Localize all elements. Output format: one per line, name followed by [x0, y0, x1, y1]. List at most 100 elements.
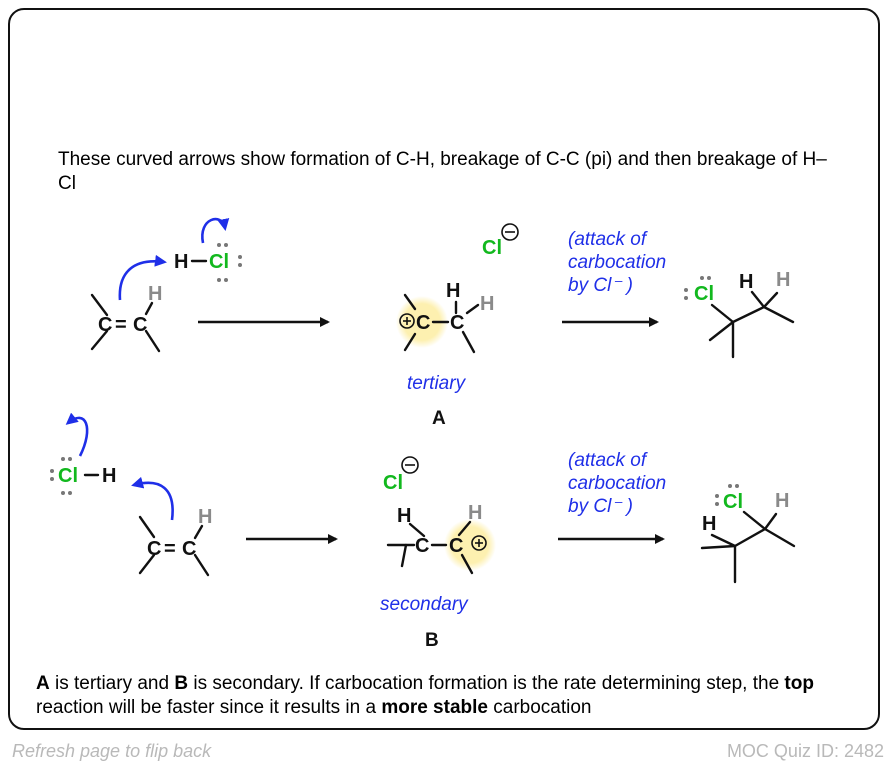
hydrogen-atom: H — [702, 513, 716, 535]
label-a: A — [432, 408, 446, 429]
bond — [731, 305, 766, 324]
bond — [138, 515, 156, 539]
label-b: B — [425, 630, 439, 651]
diagram-card — [8, 8, 880, 730]
attack-line-1: (attack of — [568, 450, 648, 471]
chloride-ion: Cl — [482, 237, 502, 259]
chloride-ion: Cl — [383, 472, 403, 494]
caption-top: top — [784, 673, 814, 694]
hydrogen-atom: H — [397, 505, 411, 527]
curved-arrow-hcl-break — [65, 412, 89, 457]
bond — [144, 329, 161, 353]
bond — [750, 290, 766, 309]
chlorine-atom: Cl — [723, 491, 743, 513]
double-bond: = — [115, 314, 127, 336]
plus-charge — [471, 535, 487, 551]
intro-text: These curved arrows show formation of C-… — [58, 149, 827, 194]
hydrogen-atom: H — [102, 465, 116, 487]
cation-highlight — [444, 519, 496, 571]
bond — [465, 303, 480, 315]
lone-pair — [238, 263, 242, 267]
top-hcl: H Cl — [174, 243, 242, 282]
chlorine-atom: Cl — [209, 251, 229, 273]
caption-a: A — [36, 673, 50, 694]
attack-line-2: carbocation — [568, 252, 666, 273]
hydrogen-atom: H — [468, 502, 482, 524]
bond — [138, 553, 156, 575]
carbon-atom: C — [416, 312, 430, 334]
lone-pair — [715, 502, 719, 506]
bond — [763, 527, 796, 548]
bond — [762, 291, 779, 309]
lone-pair — [50, 477, 54, 481]
lone-pair — [700, 276, 704, 280]
caption-b: B — [174, 673, 189, 694]
lone-pair — [238, 255, 242, 259]
top-alkene: C = C H — [90, 283, 162, 353]
plus-charge — [399, 313, 415, 329]
carbon-atom: C — [450, 312, 464, 334]
hydrogen-atom: H — [480, 293, 494, 315]
double-bond: = — [164, 538, 176, 560]
bond — [762, 305, 795, 324]
bond — [403, 332, 417, 352]
bond — [90, 293, 109, 317]
lone-pair — [684, 296, 688, 300]
attack-line-3: by Cl⁻ ) — [568, 275, 633, 296]
bond — [733, 527, 767, 548]
lone-pair — [61, 457, 65, 461]
bottom-product: Cl H H — [700, 484, 796, 584]
bond — [90, 329, 109, 351]
tertiary-label: tertiary — [407, 373, 467, 394]
carbon-atom: C — [449, 535, 463, 557]
bond — [461, 330, 476, 354]
caption-part1: is tertiary and — [49, 673, 175, 694]
bond — [193, 553, 210, 577]
caption-part3: reaction will be faster since it results… — [36, 697, 382, 718]
conclusion-caption: A is tertiary and B is secondary. If car… — [36, 672, 876, 720]
bond — [460, 553, 474, 575]
lone-pair — [217, 243, 221, 247]
lone-pair — [68, 491, 72, 495]
secondary-label: secondary — [380, 594, 469, 615]
hydrogen-atom: H — [776, 269, 790, 291]
minus-charge — [501, 223, 519, 241]
bottom-hcl: Cl H — [50, 457, 116, 495]
bond — [710, 303, 735, 324]
lone-pair — [50, 469, 54, 473]
bond — [708, 320, 735, 342]
hydrogen-atom: H — [739, 271, 753, 293]
curved-arrow-pi-to-h — [131, 476, 174, 521]
chlorine-atom: Cl — [58, 465, 78, 487]
bond — [742, 510, 767, 531]
lone-pair — [715, 494, 719, 498]
bond — [763, 512, 778, 531]
attack-line-2: carbocation — [568, 473, 666, 494]
secondary-carbocation: C H C H — [386, 502, 487, 575]
carbon-atom: C — [133, 314, 147, 336]
carbon-atom: C — [98, 314, 112, 336]
quiz-id: MOC Quiz ID: 2482 — [726, 741, 884, 761]
hydrogen-atom: H — [174, 251, 188, 273]
lone-pair — [61, 491, 65, 495]
hydrogen-atom: H — [148, 283, 162, 305]
curved-arrow-pi-to-h — [118, 254, 167, 301]
minus-charge — [401, 456, 419, 474]
refresh-hint[interactable]: Refresh page to flip back — [12, 741, 212, 761]
hydrogen-atom: H — [446, 280, 460, 302]
hydrogen-atom: H — [775, 490, 789, 512]
caption-part4: carbocation — [487, 697, 592, 718]
chlorine-atom: Cl — [694, 283, 714, 305]
lone-pair — [707, 276, 711, 280]
lone-pair — [217, 278, 221, 282]
bond — [403, 293, 417, 311]
lone-pair — [224, 278, 228, 282]
cation-highlight — [396, 296, 448, 348]
carbon-atom: C — [182, 538, 196, 560]
lone-pair — [224, 243, 228, 247]
carbon-atom: C — [147, 538, 161, 560]
bond — [408, 522, 426, 538]
top-product: Cl H H — [684, 269, 795, 359]
caption-part2: is secondary. If carbocation formation i… — [188, 673, 785, 694]
